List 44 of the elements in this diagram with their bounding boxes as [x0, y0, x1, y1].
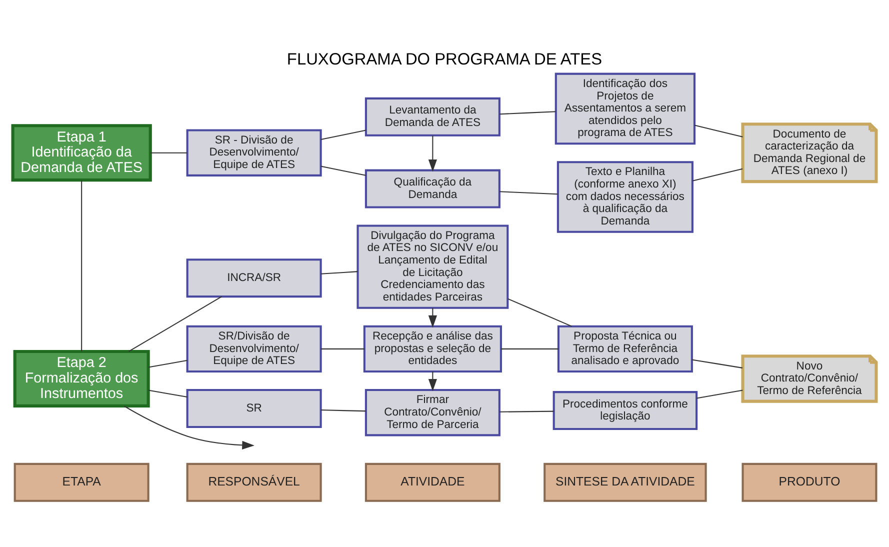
node-box: Firmar Contrato/Convênio/ Termo de Parceria	[364, 388, 500, 436]
node-box: Texto e Planilha (conforme anexo XI) com dados necessários à qualificação da Demanda	[556, 160, 694, 232]
node-box: Qualificação da Demanda	[364, 168, 500, 208]
node-box: INCRA/SR	[186, 258, 322, 298]
diagram-title: FLUXOGRAMA DO PROGRAMA DE ATES	[286, 50, 602, 68]
node-box: Recepção e análise das propostas e seleção de entidades	[363, 324, 502, 372]
connector	[320, 270, 358, 274]
node-box: Etapa 2 Formalização dos Instrumentos	[13, 349, 150, 407]
connector	[320, 129, 366, 140]
arrow	[428, 308, 437, 328]
node-box: ATIVIDADE	[364, 462, 500, 502]
connector	[692, 168, 743, 181]
arrow	[124, 405, 254, 449]
connector	[694, 124, 743, 137]
connector	[150, 152, 188, 153]
connector	[148, 389, 188, 398]
connector	[501, 348, 558, 349]
connector	[500, 190, 558, 194]
node-box: Etapa 1 Identificação da Demanda de ATES	[11, 124, 152, 182]
connector	[128, 296, 222, 352]
node-box: SR - Divisão de Desenvolvimento/ Equipe de ATES	[186, 128, 322, 176]
node-box: Procedimentos conforme legislação	[552, 390, 698, 430]
node-box: Proposta Técnica ou Termo de Referência analisado e aprovado	[557, 324, 693, 372]
connector	[696, 389, 743, 398]
node-box: ETAPA	[14, 462, 150, 502]
connector	[320, 409, 366, 412]
connector	[81, 180, 82, 351]
connector	[320, 165, 366, 176]
node-box: RESPONSÁVEL	[186, 462, 322, 502]
node-box: Identificação dos Projetos de Assentamentos a serem atendidos pelo programa de ATES	[554, 72, 696, 144]
connector	[148, 359, 188, 368]
connector	[692, 358, 743, 368]
connector	[508, 298, 572, 326]
node-box: Divulgação do Programa de ATES no SICONV e/ou Lançamento de Edital de Licitação Credenciamento das entidades Parceiras	[356, 224, 509, 308]
node-box: SR	[186, 388, 322, 428]
node-box: SINTESE DA ATIVIDADE	[544, 462, 707, 502]
connector	[320, 348, 364, 349]
arrow	[428, 371, 437, 391]
arrow	[428, 135, 437, 172]
connector	[500, 110, 556, 114]
connector	[500, 410, 554, 412]
node-box: PRODUTO	[742, 462, 878, 502]
node-box: Levantamento da Demanda de ATES	[364, 96, 500, 136]
node-box: SR/Divisão de Desenvolvimento/ Equipe de ATES	[186, 324, 322, 372]
